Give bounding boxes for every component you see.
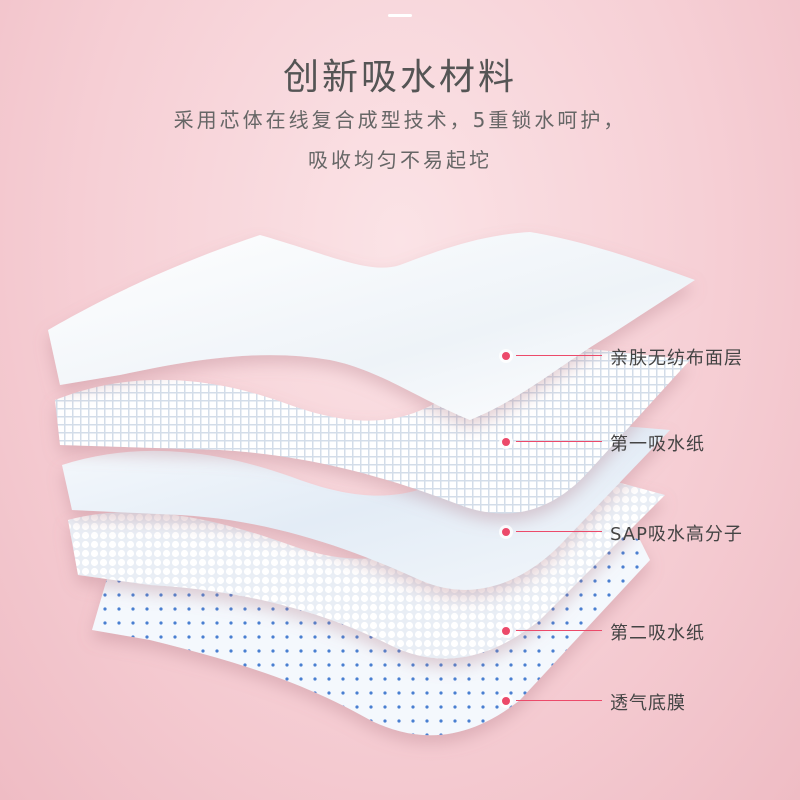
callout-label: 第二吸水纸	[610, 623, 705, 644]
callout-layer-3: SAP吸水高分子	[502, 522, 800, 546]
callout-line	[516, 441, 602, 442]
callout-line	[516, 700, 602, 701]
callout-layer-1: 亲肤无纺布面层	[502, 346, 800, 370]
callout-label: 透气底膜	[610, 693, 686, 714]
callout-label: 第一吸水纸	[610, 434, 705, 455]
callout-dot	[502, 352, 510, 360]
callout-dot	[502, 438, 510, 446]
callout-dot	[502, 627, 510, 635]
callout-layer-5: 透气底膜	[502, 691, 800, 715]
page-subtitle: 采用芯体在线复合成型技术，5重锁水呵护， 吸收均匀不易起坨	[0, 100, 800, 180]
callout-dot	[502, 528, 510, 536]
page-title: 创新吸水材料	[282, 57, 517, 98]
callout-layer-4: 第二吸水纸	[502, 621, 800, 645]
callout-label: 亲肤无纺布面层	[610, 348, 743, 369]
callout-line	[516, 355, 602, 356]
top-decoration-dash	[388, 14, 412, 17]
callout-label: SAP吸水高分子	[610, 524, 743, 545]
callout-line	[516, 531, 602, 532]
callout-line	[516, 630, 602, 631]
callout-dot	[502, 697, 510, 705]
layer-top-fabric	[48, 232, 695, 420]
callout-layer-2: 第一吸水纸	[502, 432, 800, 456]
subtitle-line-1: 采用芯体在线复合成型技术，5重锁水呵护，	[173, 108, 627, 132]
subtitle-line-2: 吸收均匀不易起坨	[308, 148, 492, 172]
layer-grid-paper	[55, 348, 690, 514]
